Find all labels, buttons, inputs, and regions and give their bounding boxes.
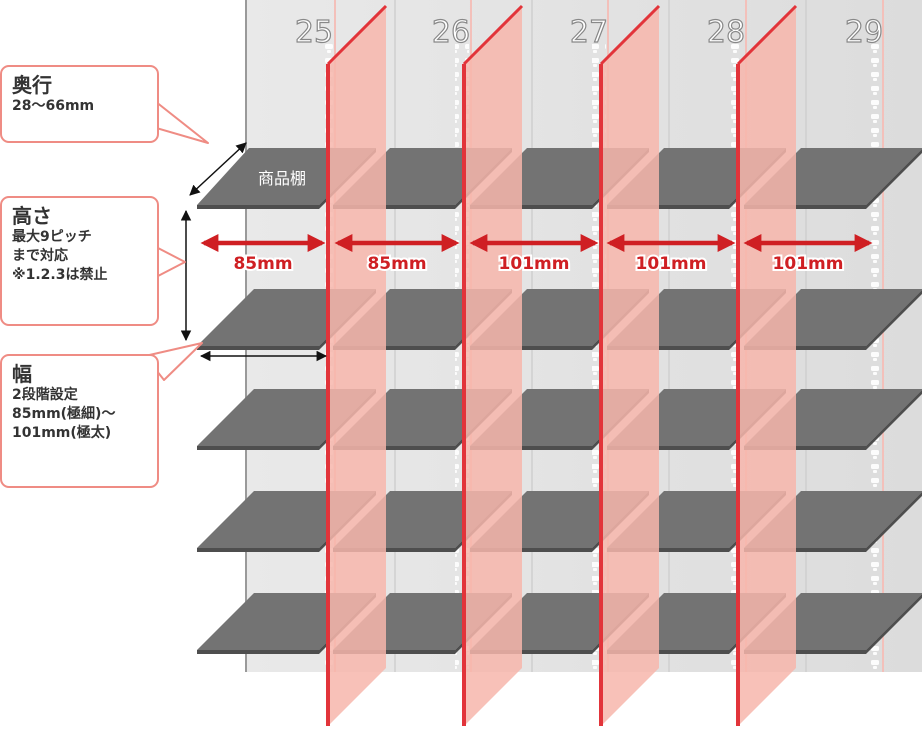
column-number-row: 25 26 27 28 29	[294, 14, 883, 50]
column-number: 27	[570, 15, 608, 50]
depth-arrow	[189, 142, 247, 196]
width-label: 85mm	[367, 254, 426, 274]
divider-plate	[601, 6, 659, 726]
width-callout-line: 2段階設定	[12, 387, 78, 403]
divider-top-edge	[599, 4, 661, 66]
width-label: 101mm	[636, 254, 707, 274]
depth-callout-title: 奥行	[12, 73, 52, 97]
width-callout-title: 幅	[12, 362, 32, 386]
divider-top-edge	[326, 4, 388, 66]
shelf-edge	[744, 149, 922, 209]
column-number: 28	[707, 15, 745, 50]
height-callout-line: ※1.2.3は禁止	[12, 267, 108, 283]
width-label: 85mm	[233, 254, 292, 274]
height-callout: 高さ 最大9ピッチ まで対応 ※1.2.3は禁止	[0, 196, 159, 326]
height-callout-title: 高さ	[12, 204, 52, 228]
width-callout: 幅 2段階設定 85mm(極細)〜 101mm(極太)	[0, 354, 159, 488]
shelf-edge	[744, 492, 922, 552]
width-callout-line: 101mm(極太)	[12, 425, 112, 441]
divider-top-edge	[736, 4, 798, 66]
width-callout-line: 85mm(極細)〜	[12, 406, 116, 422]
divider-plate	[464, 6, 522, 726]
width-arrow-row: 85mm 85mm 101mm 101mm 101mm	[200, 234, 873, 276]
width-label: 101mm	[499, 254, 570, 274]
column-number: 26	[432, 15, 470, 50]
shelf-edge	[744, 390, 922, 450]
width-label: 101mm	[773, 254, 844, 274]
divider-set	[326, 4, 798, 726]
column-number: 25	[295, 15, 333, 50]
slot-column	[866, 40, 880, 672]
height-callout-line: まで対応	[12, 248, 68, 264]
shelf-label: 商品棚	[258, 169, 306, 188]
depth-callout-line: 28〜66mm	[12, 98, 95, 114]
depth-callout: 奥行 28〜66mm	[0, 65, 159, 143]
divider-plate	[328, 6, 386, 726]
callout-tail	[157, 247, 186, 277]
divider-plate	[738, 6, 796, 726]
shelf-edge	[744, 290, 922, 350]
measurement-guides: 商品棚	[180, 142, 328, 362]
divider-top-edge	[462, 4, 524, 66]
height-callout-line: 最大9ピッチ	[12, 229, 92, 245]
callout-tails	[144, 93, 209, 381]
column-number: 29	[845, 15, 883, 50]
shelf-edge	[744, 594, 922, 654]
